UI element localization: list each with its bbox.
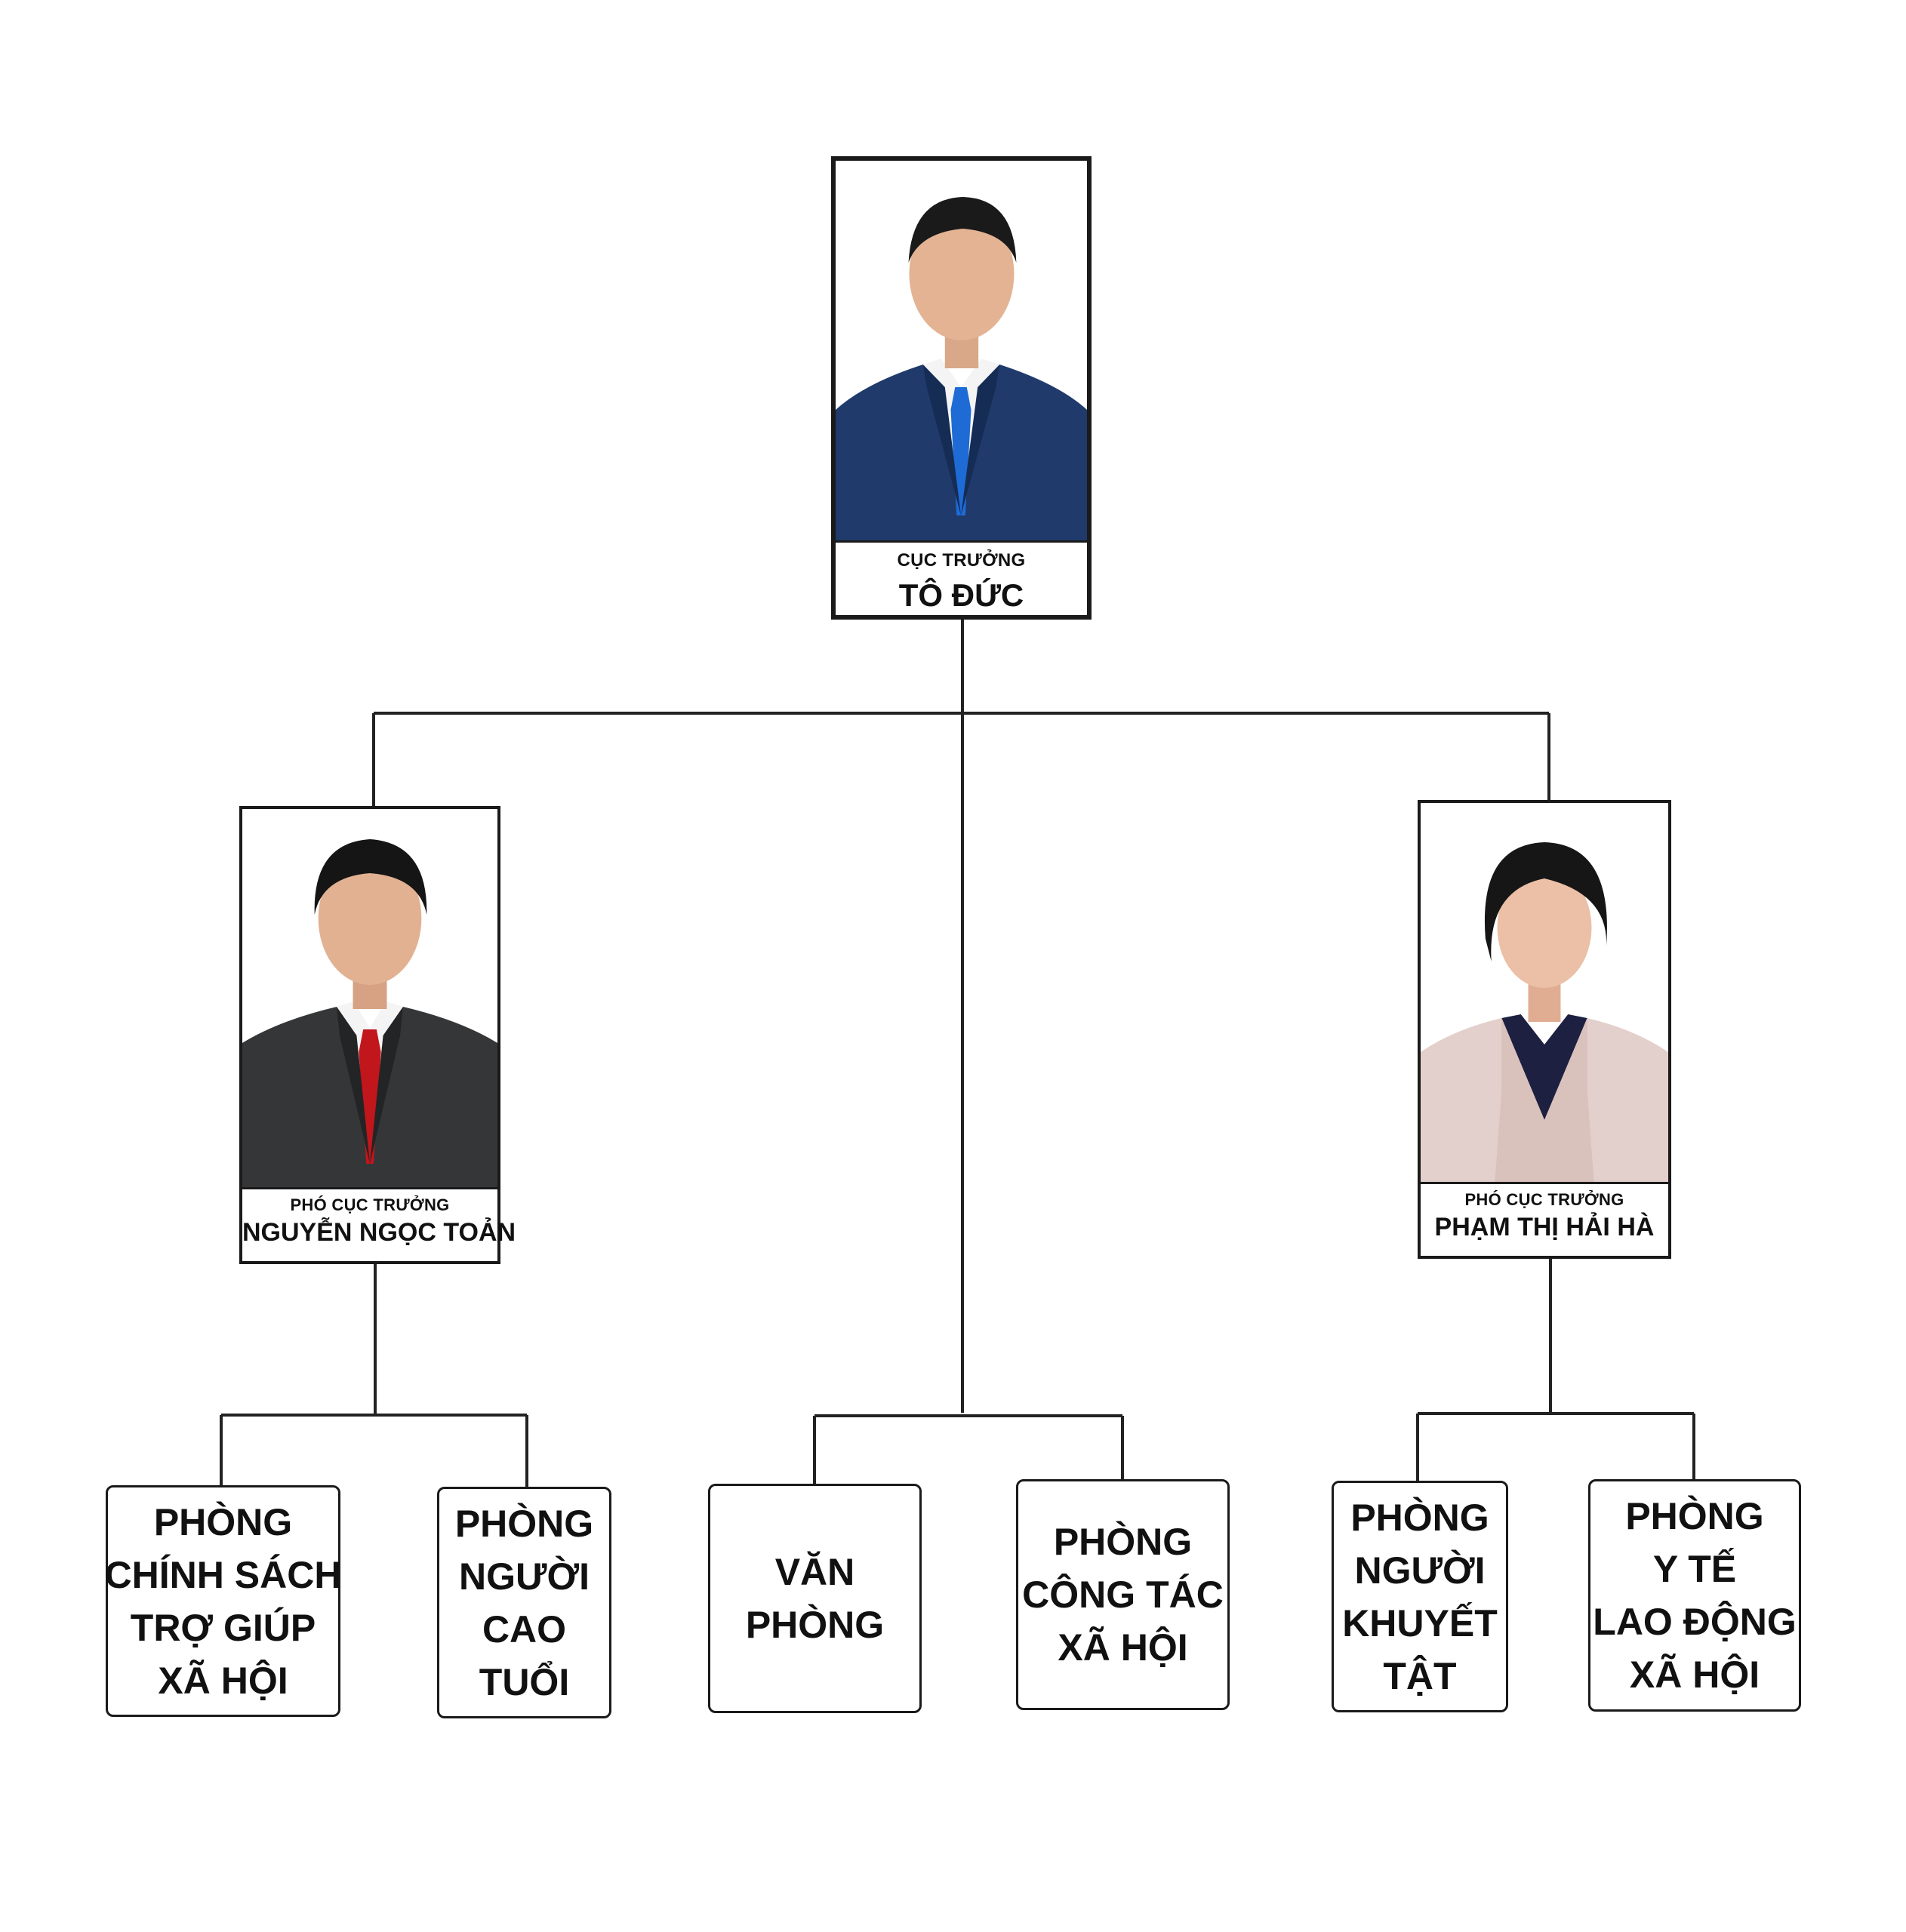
dept-elderly: PHÒNG NGƯỜI CAO TUỔI xyxy=(437,1487,611,1718)
director-name: TÔ ĐỨC xyxy=(898,577,1024,613)
dept-social-work: PHÒNG CÔNG TÁC XÃ HỘI xyxy=(1016,1479,1230,1710)
dept-line: TẬT xyxy=(1383,1654,1457,1697)
dept-line: CÔNG TÁC xyxy=(1022,1574,1224,1616)
dept-line: PHÒNG xyxy=(153,1500,293,1543)
dept-line: PHÒNG xyxy=(1625,1495,1764,1537)
dept-line: TUỔI xyxy=(479,1660,570,1703)
dept-line: XÃ HỘI xyxy=(1058,1626,1188,1669)
dept-office: VĂN PHÒNG xyxy=(708,1484,922,1713)
dept-line: XÃ HỘI xyxy=(158,1659,288,1702)
dept-social-assistance-policy: PHÒNG CHÍNH SÁCH TRỢ GIÚP XÃ HỘI xyxy=(104,1485,342,1717)
dept-line: PHÒNG xyxy=(1053,1521,1193,1563)
dept-labor-health: PHÒNG Y TẾ LAO ĐỘNG XÃ HỘI xyxy=(1588,1479,1801,1712)
deputy-right-photo xyxy=(1421,803,1668,1190)
deputy-right-caption: PHÓ CỤC TRƯỞNG PHẠM THỊ HẢI HÀ xyxy=(1421,1182,1668,1256)
dept-line: CHÍNH SÁCH xyxy=(104,1553,342,1596)
deputy-right-name: PHẠM THỊ HẢI HÀ xyxy=(1434,1213,1655,1241)
director-card: CỤC TRƯỞNG TÔ ĐỨC xyxy=(831,156,1092,620)
dept-line: TRỢ GIÚP xyxy=(130,1606,316,1649)
dept-line: NGƯỜI xyxy=(458,1555,590,1598)
director-role: CỤC TRƯỞNG xyxy=(897,550,1026,571)
deputy-card-right: PHÓ CỤC TRƯỞNG PHẠM THỊ HẢI HÀ xyxy=(1418,800,1671,1259)
dept-line: XÃ HỘI xyxy=(1629,1654,1760,1696)
dept-line: PHÒNG xyxy=(745,1604,885,1646)
deputy-left-photo xyxy=(242,809,497,1195)
dept-disabilities: PHÒNG NGƯỜI KHUYẾT TẬT xyxy=(1332,1481,1508,1712)
dept-line: CAO xyxy=(482,1607,567,1651)
dept-line: LAO ĐỘNG xyxy=(1593,1601,1797,1643)
deputy-left-role: PHÓ CỤC TRƯỞNG xyxy=(290,1195,450,1214)
dept-line: Y TẾ xyxy=(1652,1548,1737,1590)
dept-line: PHÒNG xyxy=(454,1502,594,1545)
dept-line: VĂN xyxy=(774,1551,855,1593)
deputy-left-caption: PHÓ CỤC TRƯỞNG NGUYỄN NGỌC TOẢN xyxy=(242,1187,516,1261)
dept-line: NGƯỜI xyxy=(1354,1549,1486,1592)
deputy-right-role: PHÓ CỤC TRƯỞNG xyxy=(1464,1190,1624,1209)
dept-line: KHUYẾT xyxy=(1342,1601,1498,1644)
director-photo xyxy=(836,161,1087,550)
deputy-card-left: PHÓ CỤC TRƯỞNG NGUYỄN NGỌC TOẢN xyxy=(239,806,516,1264)
director-caption: CỤC TRƯỞNG TÔ ĐỨC xyxy=(836,540,1087,615)
deputy-left-name: NGUYỄN NGỌC TOẢN xyxy=(242,1218,516,1247)
dept-line: PHÒNG xyxy=(1350,1496,1489,1539)
